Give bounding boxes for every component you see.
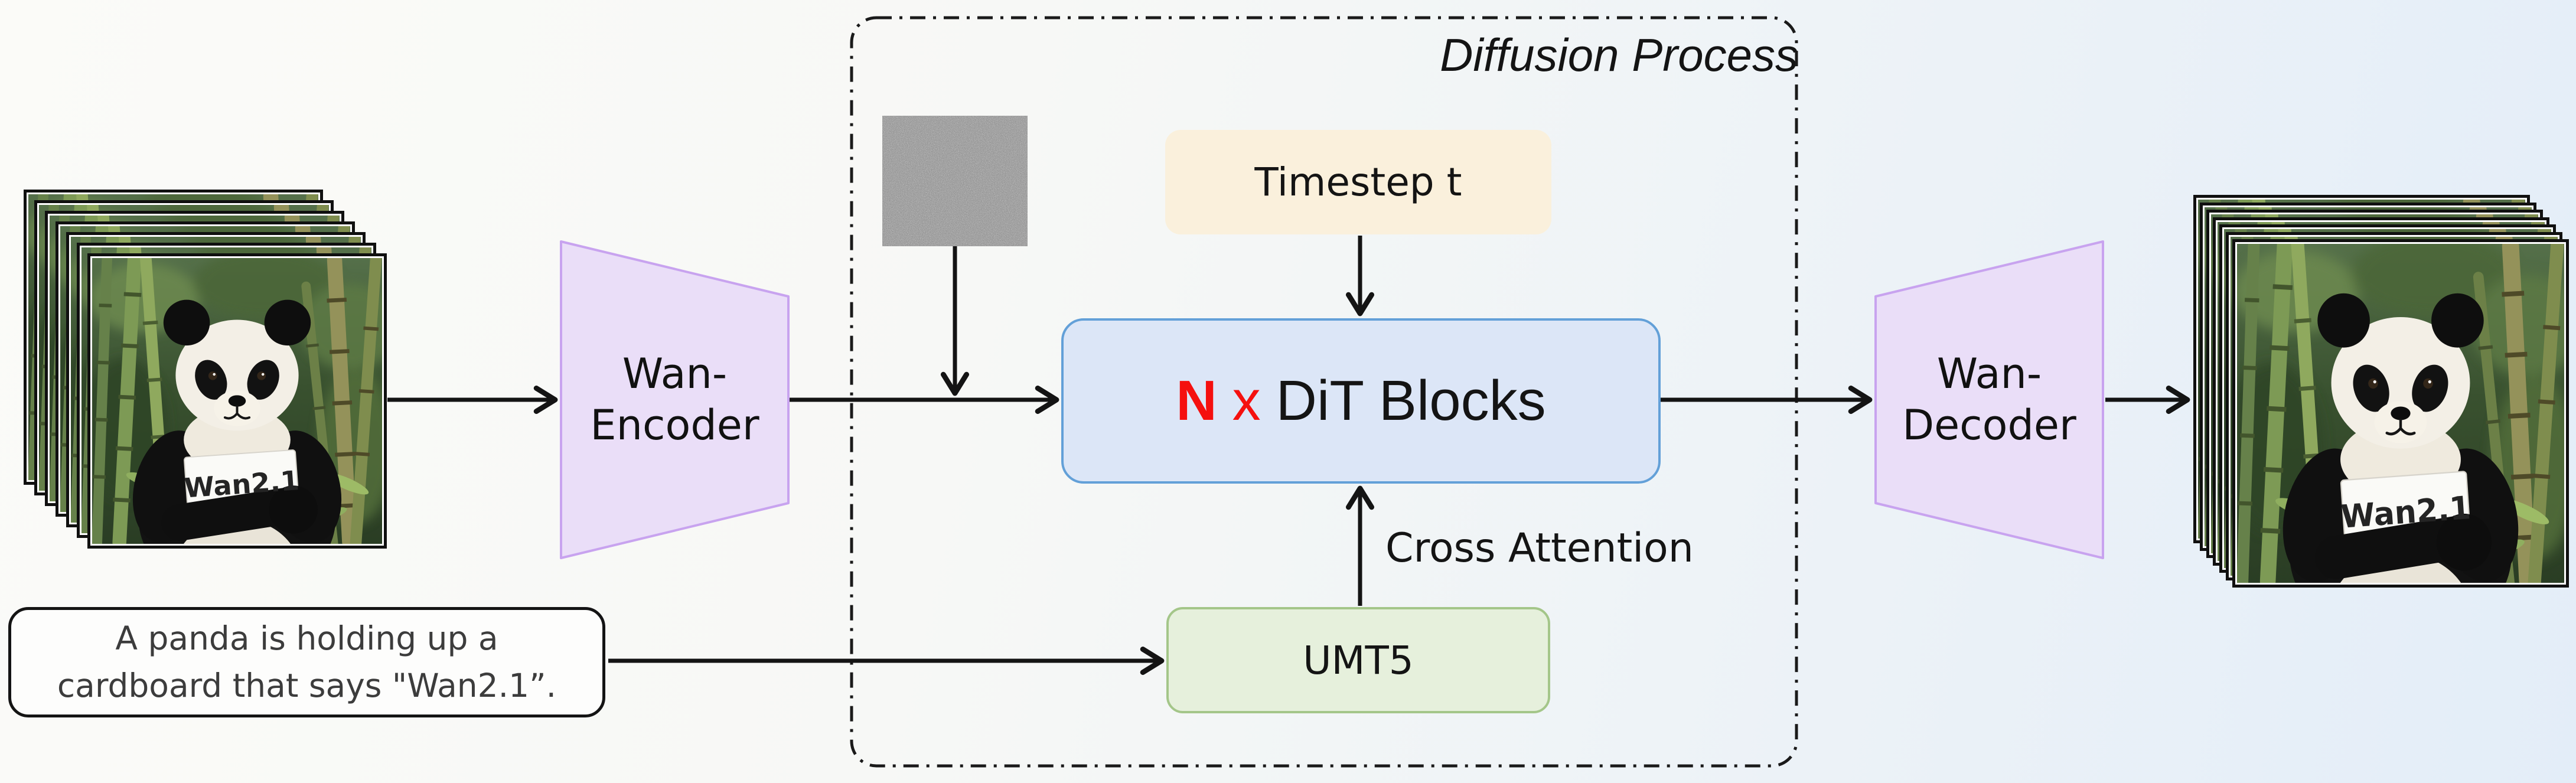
noise-latent-image [882,116,1028,246]
panda-photo: Wan2.1 [2237,244,2564,583]
timestep-box: Timestep t [1165,130,1551,234]
video-frame-front: Wan2.1 [2232,239,2569,588]
cross-attention-label: Cross Attention [1385,525,1694,572]
prompt-text: A panda is holding up a cardboard that s… [57,619,557,704]
panda-photo: Wan2.1 [92,258,382,544]
dit-blocks-label: DiT Blocks [1276,369,1546,432]
trapezoid-shape [560,240,790,559]
timestep-label: Timestep t [1254,159,1462,205]
wan-decoder-label: Wan- Decoder [1902,349,2076,450]
noise-texture [882,116,1028,246]
prompt-text-box: A panda is holding up a cardboard that s… [8,607,605,717]
output-video-frame-stack: Wan2.1 [2193,195,2571,590]
sign-text: Wan2.1 [183,464,300,504]
wan-encoder-block: Wan- Encoder [560,240,790,559]
trapezoid-shape [1874,240,2104,559]
wan-encoder-label: Wan- Encoder [590,349,759,450]
diffusion-process-title: Diffusion Process [1440,29,1798,81]
input-video-frame-stack: Wan2.1 [24,190,413,562]
umt5-box: UMT5 [1166,607,1550,713]
video-frame-front: Wan2.1 [87,253,387,549]
dit-blocks-box: N x DiT Blocks [1061,318,1661,484]
dit-n-count: N [1176,369,1217,432]
umt5-label: UMT5 [1303,637,1414,683]
wan-decoder-block: Wan- Decoder [1874,240,2104,559]
dit-times-symbol: x [1232,369,1261,432]
